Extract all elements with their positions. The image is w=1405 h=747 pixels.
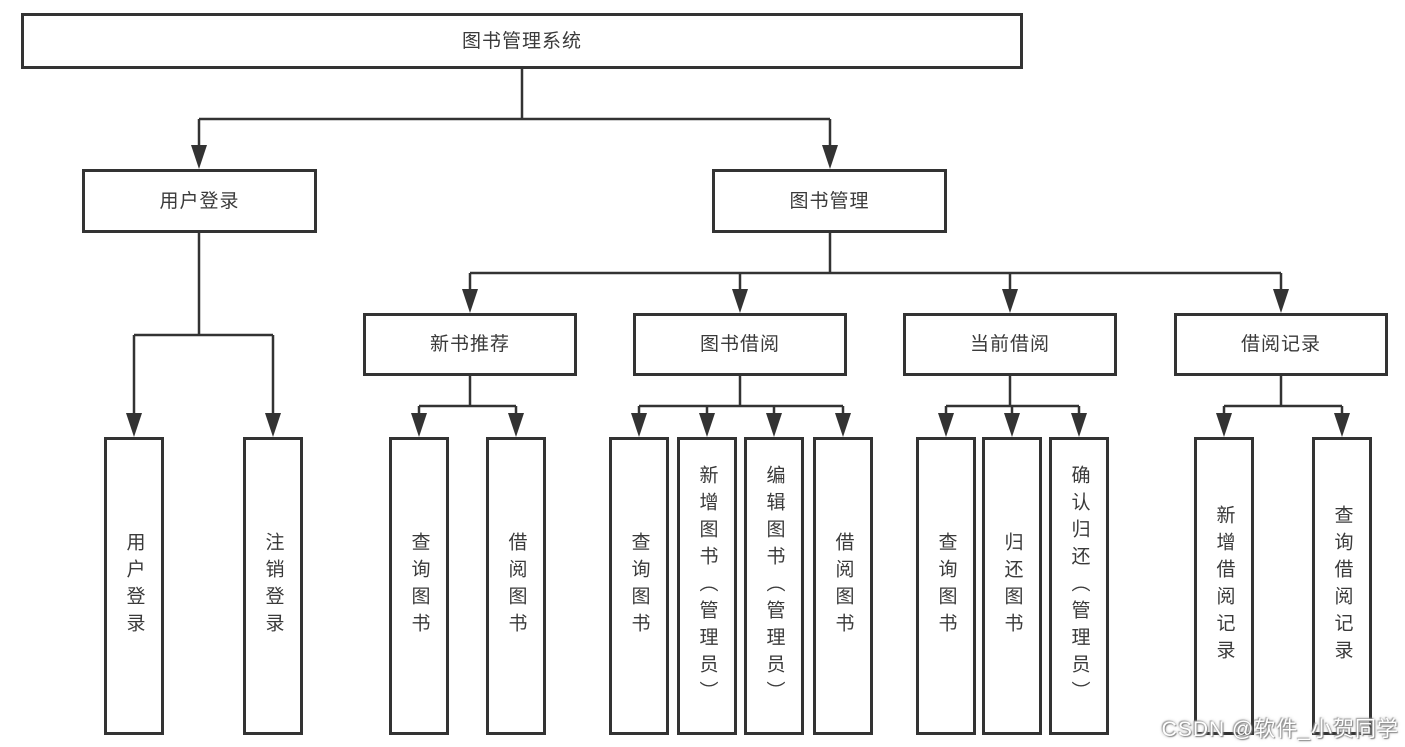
leaf-add-books-admin: 新增图书（管理员）: [677, 437, 737, 735]
leaf-label: 用户登录: [123, 532, 145, 640]
arrowheads: [126, 145, 1350, 437]
leaf-label: 新增图书（管理员）: [696, 464, 718, 708]
leaf-return-books: 归还图书: [982, 437, 1042, 735]
leaf-label: 借阅图书: [505, 532, 527, 640]
leaf-label: 查询图书: [628, 532, 650, 640]
node-library-management-system: 图书管理系统: [21, 13, 1023, 69]
leaf-label: 新增借阅记录: [1213, 505, 1235, 667]
leaf-label: 查询借阅记录: [1331, 505, 1353, 667]
node-book-management: 图书管理: [712, 169, 947, 233]
leaf-user-login: 用户登录: [104, 437, 164, 735]
leaf-add-borrow-record: 新增借阅记录: [1194, 437, 1254, 735]
leaf-edit-books-admin: 编辑图书（管理员）: [744, 437, 804, 735]
node-book-borrowing: 图书借阅: [633, 313, 847, 376]
leaf-borrow-books-borrowing: 借阅图书: [813, 437, 873, 735]
node-borrowing-records: 借阅记录: [1174, 313, 1388, 376]
leaf-query-borrow-record: 查询借阅记录: [1312, 437, 1372, 735]
leaf-query-books-recommend: 查询图书: [389, 437, 449, 735]
leaf-label: 查询图书: [935, 532, 957, 640]
leaf-label: 借阅图书: [832, 532, 854, 640]
leaf-label: 查询图书: [408, 532, 430, 640]
leaf-label: 归还图书: [1001, 532, 1023, 640]
leaf-borrow-books-recommend: 借阅图书: [486, 437, 546, 735]
node-user-login: 用户登录: [82, 169, 317, 233]
node-current-borrowing: 当前借阅: [903, 313, 1117, 376]
leaf-label: 确认归还（管理员）: [1068, 464, 1090, 708]
csdn-watermark: CSDN @软件_小贺同学: [1161, 718, 1399, 741]
leaf-label: 编辑图书（管理员）: [763, 464, 785, 708]
leaf-logout-login: 注销登录: [243, 437, 303, 735]
leaf-query-books-current: 查询图书: [916, 437, 976, 735]
leaf-label: 注销登录: [262, 532, 284, 640]
leaf-confirm-return-admin: 确认归还（管理员）: [1049, 437, 1109, 735]
node-new-book-recommend: 新书推荐: [363, 313, 577, 376]
leaf-query-books-borrowing: 查询图书: [609, 437, 669, 735]
